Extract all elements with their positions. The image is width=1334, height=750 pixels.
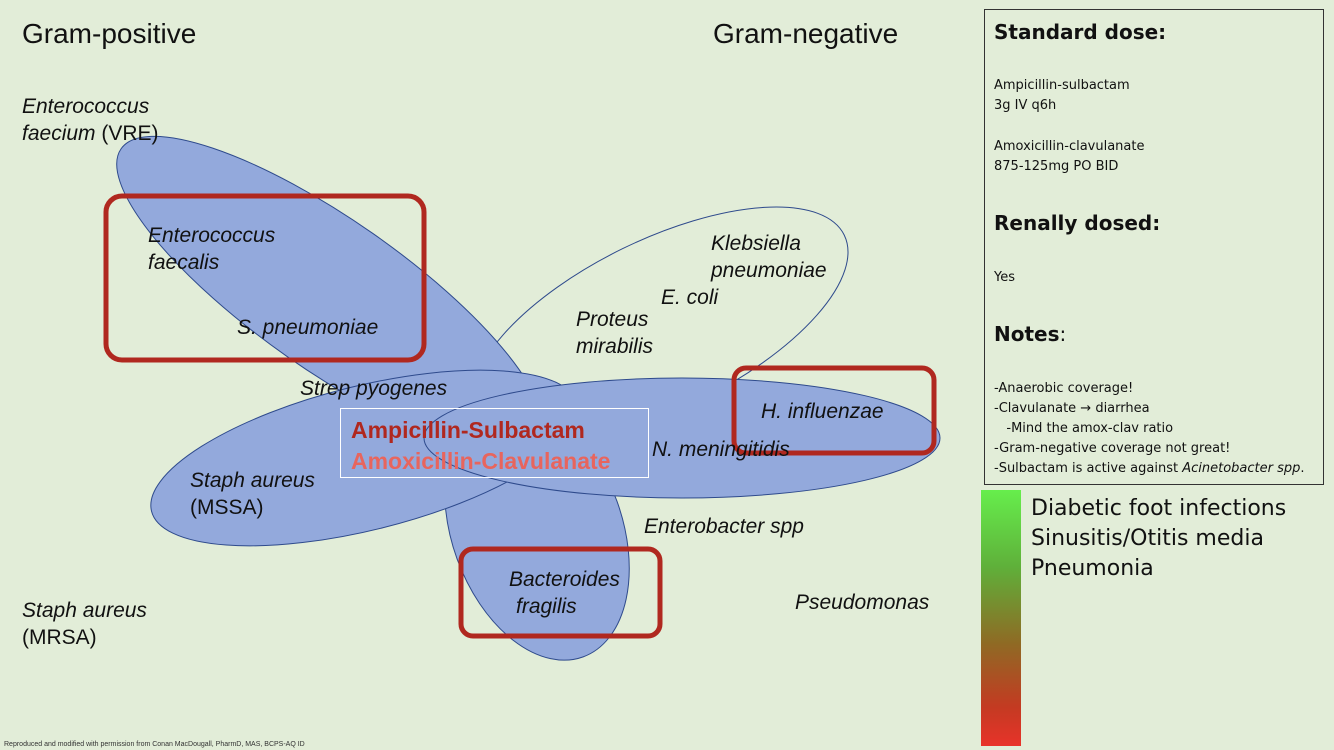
organism-e-coli: E. coli: [661, 286, 719, 309]
drug-label-box: Ampicillin-Sulbactam Amoxicillin-Clavula…: [340, 408, 649, 478]
indication-item: Sinusitis/Otitis media: [1031, 526, 1264, 551]
highlight-box-bacteroides: [458, 546, 663, 639]
note-5-italic: Acinetobacter spp: [1182, 461, 1301, 476]
highlight-box-h-influenzae: [731, 365, 937, 456]
organism-label: Klebsiella: [711, 232, 801, 255]
renal-title: Renally dosed:: [994, 211, 1161, 235]
organism-label: faecium: [22, 122, 96, 145]
indication-item: Diabetic foot infections: [1031, 496, 1287, 521]
organism-label: (MRSA): [22, 626, 97, 649]
organism-proteus: Proteus mirabilis: [576, 306, 653, 360]
organism-label: Enterococcus: [148, 224, 276, 247]
note-5: -Sulbactam is active against Acinetobact…: [994, 459, 1305, 479]
gram-negative-header: Gram-negative: [713, 18, 899, 49]
note-5-suffix: .: [1300, 461, 1305, 476]
renal-value: Yes: [994, 270, 1015, 285]
organism-enterobacter: Enterobacter spp: [644, 515, 804, 538]
notes-colon: :: [1059, 322, 1067, 346]
indication-item: Pneumonia: [1031, 556, 1154, 581]
organism-strep-pyogenes: Strep pyogenes: [300, 377, 448, 400]
organism-label: Bacteroides: [509, 568, 620, 591]
organism-staph-mrsa: Staph aureus (MRSA): [22, 597, 147, 651]
dose1-value: 3g IV q6h: [994, 98, 1057, 113]
drug-primary-label: Ampicillin-Sulbactam: [351, 417, 585, 443]
organism-n-meningitidis: N. meningitidis: [652, 438, 790, 461]
organism-label: Proteus: [576, 308, 649, 331]
organism-label: pneumoniae: [711, 259, 827, 282]
evidence-gradient-bar: [981, 490, 1021, 746]
info-panel: Standard dose: Ampicillin-sulbactam 3g I…: [984, 9, 1324, 485]
note-1: -Anaerobic coverage!: [994, 381, 1134, 396]
organism-h-influenzae: H. influenzae: [761, 400, 884, 423]
dose1-name: Ampicillin-sulbactam: [994, 78, 1130, 93]
standard-dose-title: Standard dose:: [994, 20, 1167, 44]
drug-secondary-label: Amoxicillin-Clavulanate: [351, 448, 611, 474]
organism-label: (MSSA): [190, 496, 264, 519]
highlight-box-enterococcus: [103, 193, 427, 363]
organism-label: Enterococcus: [22, 95, 150, 118]
note-3: -Mind the amox-clav ratio: [994, 421, 1174, 436]
organism-label: fragilis: [516, 595, 577, 618]
gram-positive-header: Gram-positive: [22, 18, 197, 49]
note-4: -Gram-negative coverage not great!: [994, 441, 1231, 456]
credit-footnote: Reproduced and modified with permission …: [4, 741, 305, 748]
organism-pseudomonas: Pseudomonas: [795, 591, 930, 614]
organism-label: Staph aureus: [190, 469, 315, 492]
organism-e-faecalis: Enterococcus faecalis: [148, 222, 275, 276]
resistance-note: (VRE): [101, 122, 159, 145]
organism-bacteroides: Bacteroides fragilis: [509, 566, 620, 620]
dose2-name: Amoxicillin-clavulanate: [994, 139, 1145, 154]
dose2-value: 875-125mg PO BID: [994, 159, 1119, 174]
note-2: -Clavulanate → diarrhea: [994, 401, 1150, 416]
organism-staph-mssa: Staph aureus (MSSA): [190, 467, 315, 521]
organism-e-faecium: Enterococcus faecium (VRE): [22, 93, 159, 147]
organism-s-pneumoniae: S. pneumoniae: [237, 316, 379, 339]
organism-label: faecalis: [148, 251, 220, 274]
organism-label: mirabilis: [576, 335, 654, 358]
organism-klebsiella: Klebsiella pneumoniae: [711, 230, 827, 284]
organism-label: Staph aureus: [22, 599, 147, 622]
note-5-prefix: -Sulbactam is active against: [994, 461, 1183, 476]
notes-title-text: Notes: [994, 322, 1060, 346]
notes-title: Notes:: [994, 322, 1066, 346]
